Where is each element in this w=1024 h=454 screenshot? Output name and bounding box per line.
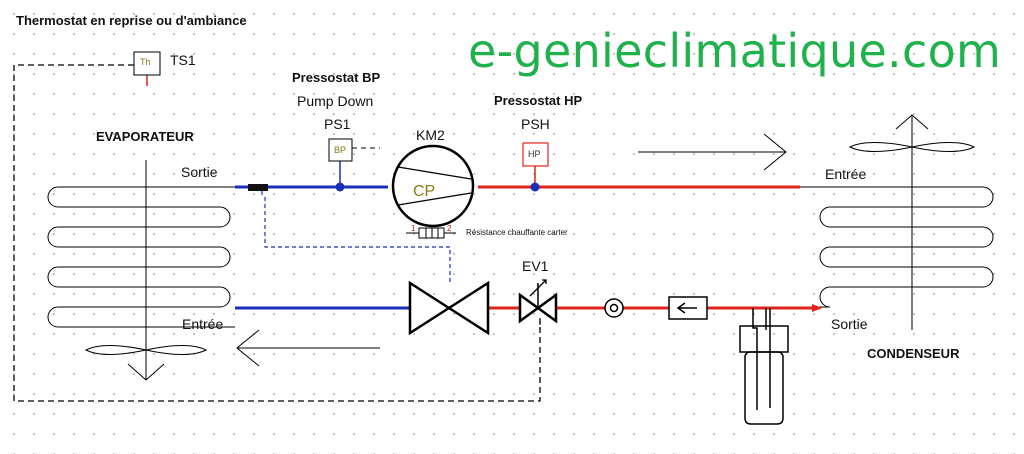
psh-box-label: HP [528,149,541,159]
evaporator-outlet-label: Sortie [181,164,218,180]
ps1-tag: PS1 [324,116,351,132]
solenoid-tag: EV1 [522,258,549,274]
evaporator-title: EVAPORATEUR [96,129,194,144]
flow-arrow-left [236,329,380,367]
thermostat-tag: TS1 [170,52,196,68]
ps1-box [328,138,353,162]
heater-label: Résistance chauffante carter [466,228,568,237]
ps1-subtitle: Pump Down [297,93,374,109]
thermostat-title: Thermostat en reprise ou d'ambiance [16,13,247,28]
ps1-tap-point [335,182,345,192]
psh-box [522,142,549,167]
evaporator-inlet-label: Entrée [182,316,224,332]
ps1-title: Pressostat BP [292,70,381,85]
evaporator-fan-icon [84,345,208,355]
filter-drier-arrow-icon [676,302,697,314]
ps1-box-label: BP [334,145,347,155]
evaporator-air-arrowhead [127,363,165,381]
site-name: e-genieclimatique.com [468,24,1002,78]
receiver-dip-tube-out [752,308,758,410]
thermostat-control-wire [13,64,541,402]
compressor-tag: KM2 [416,127,445,143]
heater-pin-2: 2 [447,224,452,233]
compressor-vane-bottom [397,192,472,206]
flow-arrow-right [638,133,787,171]
thermal-bulb [248,184,268,191]
expansion-valve-bulb-link [261,191,451,282]
liquid-line-arrowhead [812,304,822,312]
evaporator-coil [47,186,235,328]
compressor-label: CP [413,183,436,200]
psh-tap-point [530,182,540,192]
condenser-outlet-label: Sortie [831,316,868,332]
condenser-air-arrowhead [895,114,929,130]
thermostat-box-label: Th [140,57,151,67]
psh-title: Pressostat HP [494,93,583,108]
heater-pin-1: 1 [411,224,416,233]
compressor-circle [391,144,475,228]
compressor-vane-top [397,166,472,180]
thermostat-box [133,51,161,76]
expansion-valve [408,280,490,336]
condenser-fan-icon [848,142,976,152]
condenser-title: CONDENSEUR [867,346,960,361]
receiver-top-collar [739,325,789,353]
sight-glass-inner [609,303,619,313]
psh-tag: PSH [521,116,550,132]
condenser-inlet-label: Entrée [825,166,867,182]
receiver-outline [744,351,784,425]
condenser-coil [800,186,994,308]
solenoid-actuator [529,279,547,297]
